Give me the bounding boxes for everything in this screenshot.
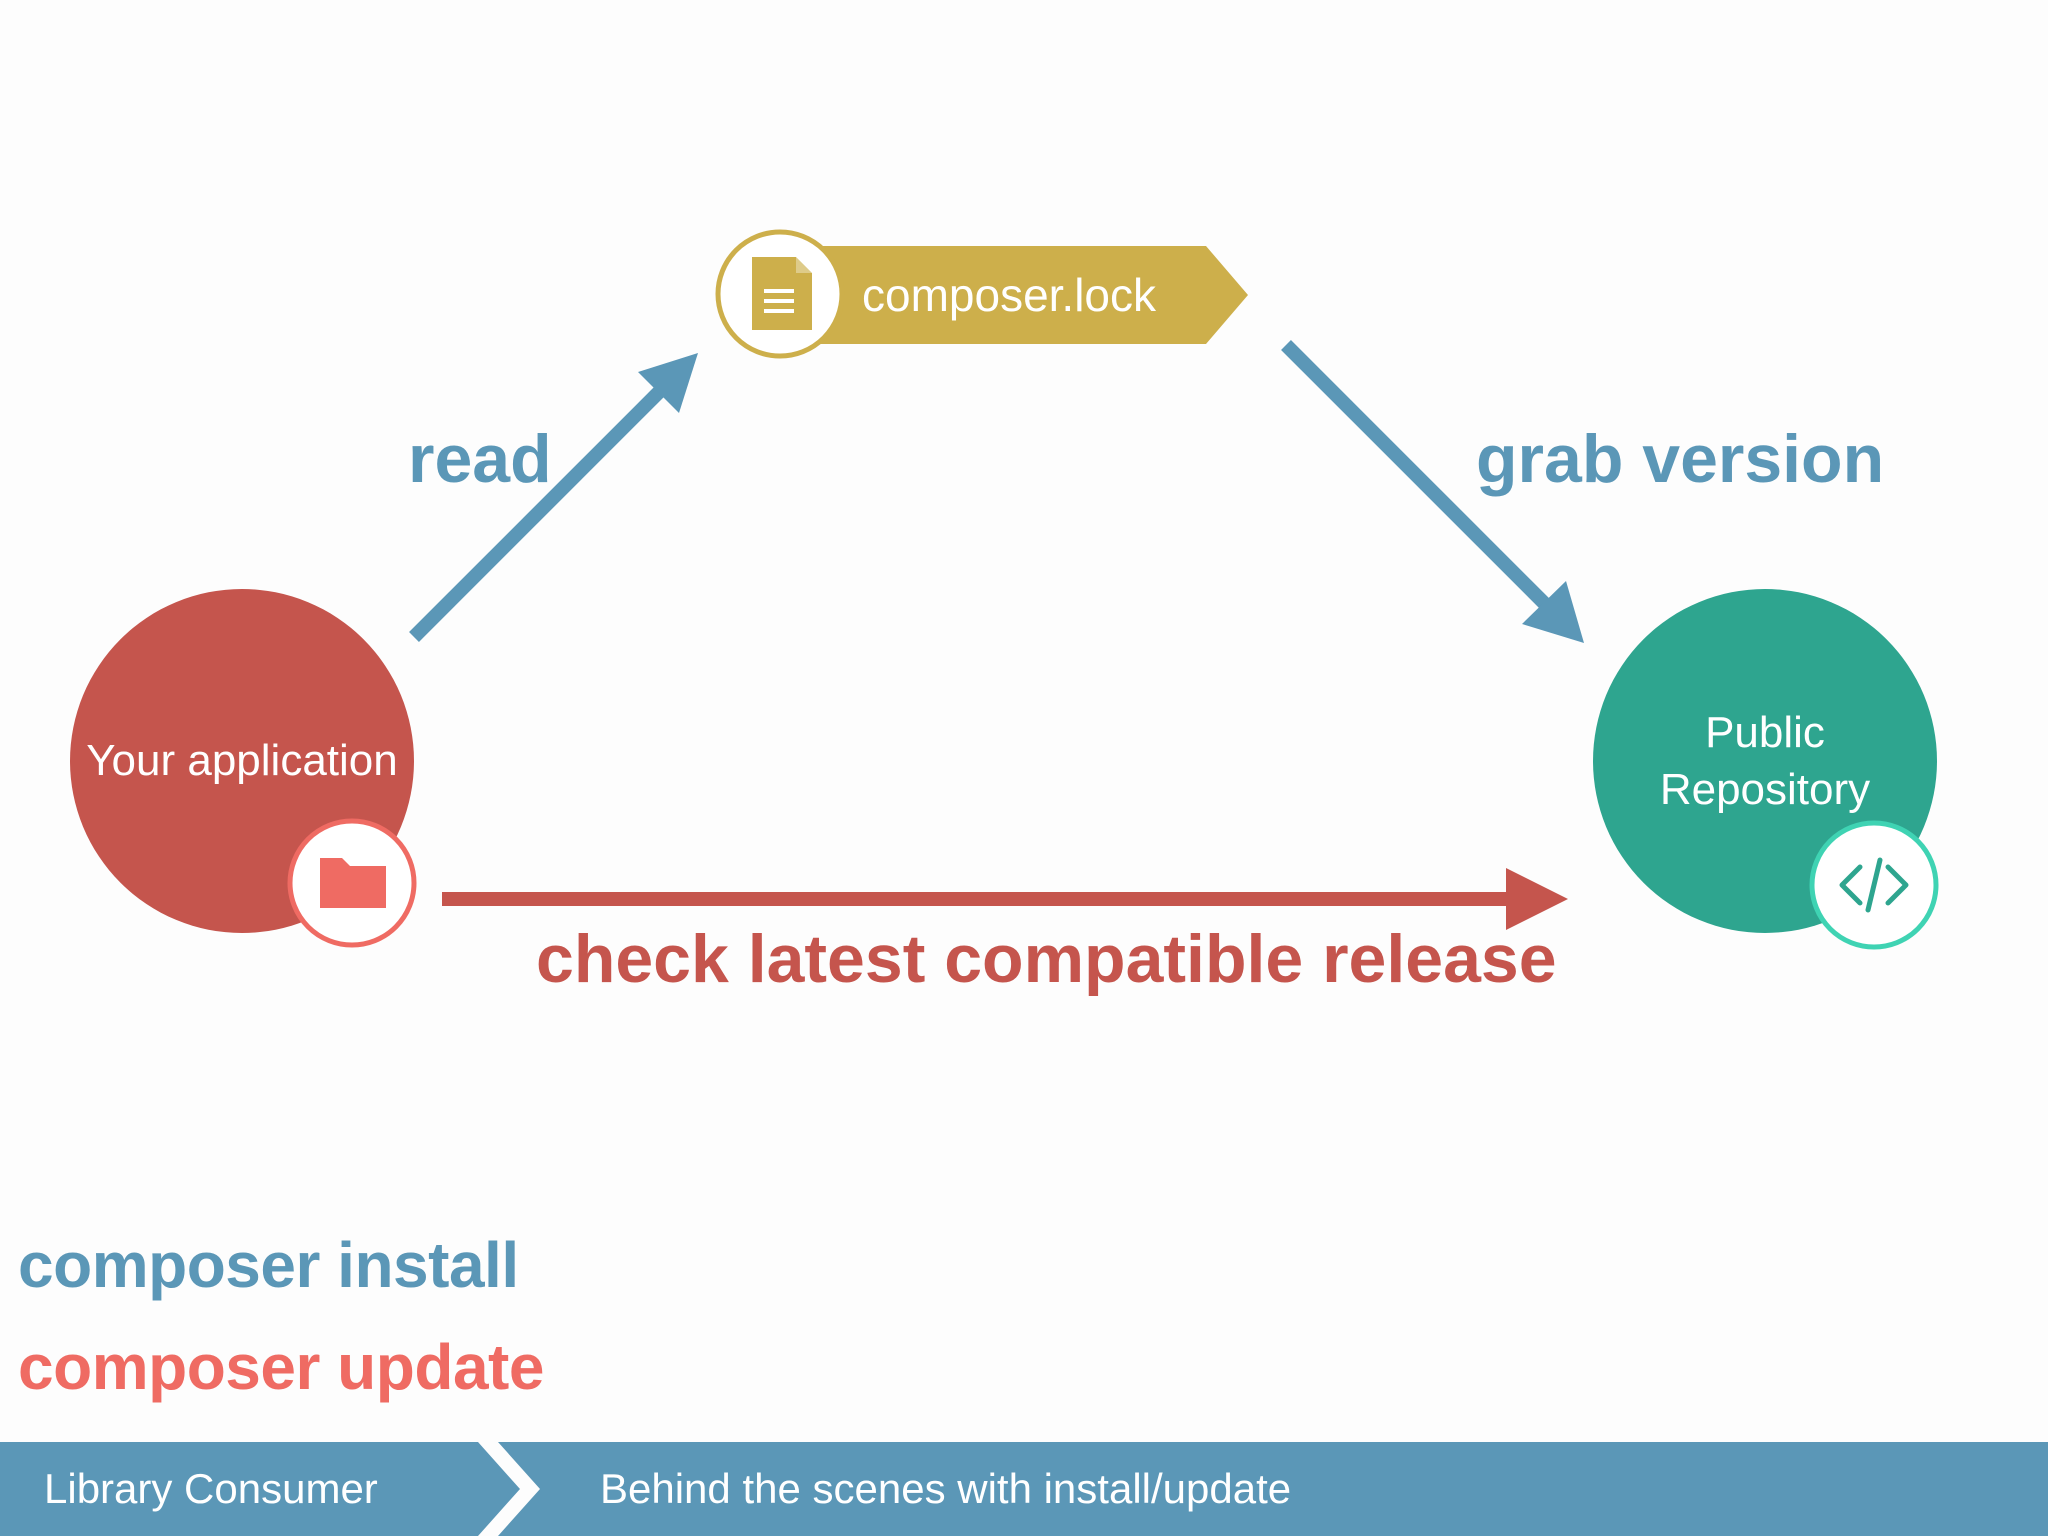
your-application-node: Your application xyxy=(70,589,417,948)
composer-lock-node: composer.lock xyxy=(715,229,1248,359)
composer-lock-label: composer.lock xyxy=(862,269,1157,321)
public-repository-label-line2: Repository xyxy=(1660,765,1870,814)
breadcrumb: Library Consumer Behind the scenes with … xyxy=(0,1442,2048,1536)
document-icon xyxy=(752,257,812,330)
public-repository-node: Public Repository xyxy=(1593,589,1939,950)
code-icon xyxy=(1839,857,1909,913)
read-arrow xyxy=(409,353,698,642)
read-label: read xyxy=(408,421,552,497)
legend-composer-install: composer install xyxy=(18,1229,519,1301)
check-release-label: check latest compatible release xyxy=(536,921,1557,997)
check-release-arrow xyxy=(442,868,1568,930)
composer-lock-ribbon xyxy=(790,246,1248,344)
folder-icon xyxy=(320,858,386,908)
breadcrumb-section[interactable]: Library Consumer xyxy=(44,1465,378,1512)
breadcrumb-title: Behind the scenes with install/update xyxy=(600,1465,1292,1512)
public-repository-label-line1: Public xyxy=(1705,708,1825,757)
legend-composer-update: composer update xyxy=(18,1331,544,1403)
breadcrumb-separator xyxy=(478,1442,540,1536)
grab-version-arrow xyxy=(1281,340,1584,643)
your-application-label: Your application xyxy=(86,736,398,785)
grab-version-label: grab version xyxy=(1476,421,1884,497)
